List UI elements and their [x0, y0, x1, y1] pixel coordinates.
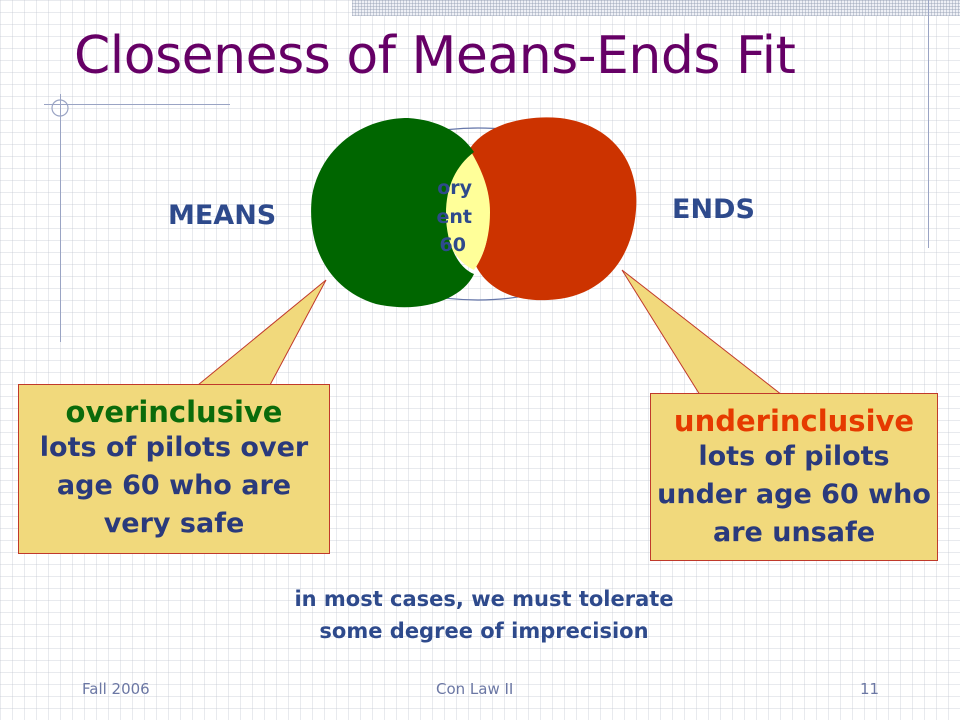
corner-circle-ornament: [51, 99, 69, 117]
overinclusive-callout: overinclusive lots of pilots over age 60…: [18, 384, 330, 554]
bottom-note: in most cases, we must tolerate some deg…: [200, 583, 768, 647]
ends-circle: [468, 117, 637, 301]
underinclusive-callout: underinclusive lots of pilots under age …: [650, 393, 938, 561]
ends-label: ENDS: [672, 194, 755, 225]
overlap-text-line-1: ory: [437, 177, 472, 199]
underinclusive-pointer: [621, 269, 784, 396]
overinclusive-body: lots of pilots over age 60 who are very …: [39, 432, 309, 539]
left-vertical-line: [60, 94, 61, 342]
slide-title: Closeness of Means-Ends Fit: [74, 26, 796, 86]
footer-course: Con Law II: [436, 680, 514, 698]
bottom-note-line-2: some degree of imprecision: [319, 619, 649, 643]
footer-page-number: 11: [860, 680, 880, 698]
underinclusive-body: lots of pilots under age 60 who are unsa…: [657, 441, 931, 548]
means-circle: [311, 118, 474, 308]
title-underline: [44, 104, 230, 105]
top-decorative-band: [352, 0, 960, 16]
overinclusive-heading: overinclusive: [65, 395, 283, 429]
underinclusive-heading: underinclusive: [673, 404, 915, 438]
overlap-text-line-3: 60: [440, 234, 466, 256]
right-vertical-line: [928, 0, 929, 248]
means-label: MEANS: [168, 200, 277, 231]
footer-date: Fall 2006: [82, 680, 150, 698]
overlap-region: [441, 150, 490, 270]
overlap-text-line-2: ent: [437, 206, 473, 228]
bottom-note-line-1: in most cases, we must tolerate: [294, 587, 674, 611]
overinclusive-pointer: [196, 279, 327, 386]
